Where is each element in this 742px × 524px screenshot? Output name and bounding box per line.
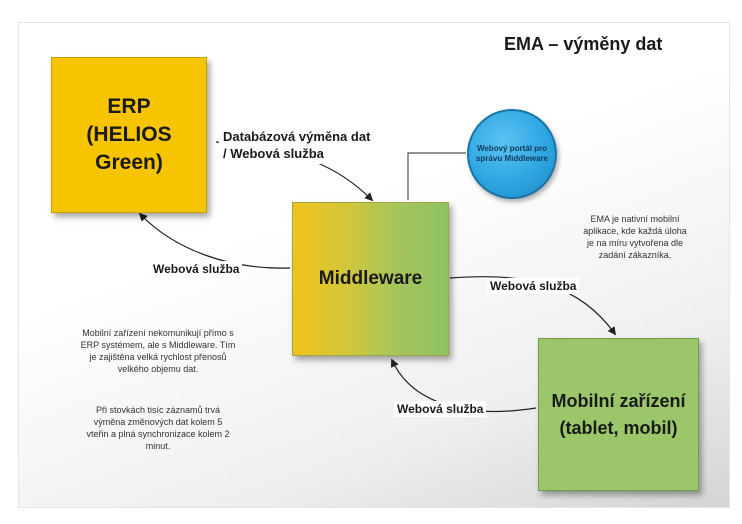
edge-label-mobile-webservice-top: Webová služba — [487, 278, 580, 294]
connector-erp-middleware-ws — [138, 212, 291, 269]
erp-label: ERP (HELIOS Green) — [86, 95, 172, 174]
middleware-node: Middleware — [292, 202, 449, 356]
mobile-device-node: Mobilní zařízení (tablet, mobil) — [538, 338, 699, 491]
erp-node: ERP (HELIOS Green) — [51, 57, 207, 213]
note-mobile-communication: Mobilní zařízení nekomunikují přímo s ER… — [80, 328, 236, 374]
diagram-title: EMA – výměny dat — [504, 34, 663, 54]
edge-label-erp-webservice: Webová služba — [150, 261, 243, 277]
mobile-device-label: Mobilní zařízení (tablet, mobil) — [551, 390, 686, 438]
edge-label-db-exchange: Databázová výměna dat / Webová služba — [219, 126, 375, 164]
note-sync-speed: Při stovkách tisíc záznamů trvá výměna z… — [86, 405, 230, 451]
web-portal-label: Webový portál pro správu Middleware — [475, 144, 549, 163]
note-ema-native: EMA je nativní mobilní aplikace, kde kaž… — [583, 214, 687, 260]
web-portal-node: Webový portál pro správu Middleware — [467, 109, 557, 199]
middleware-label: Middleware — [318, 268, 423, 289]
connector-portal-middleware — [407, 152, 466, 200]
edge-label-mobile-webservice-bottom: Webová služba — [394, 401, 487, 417]
